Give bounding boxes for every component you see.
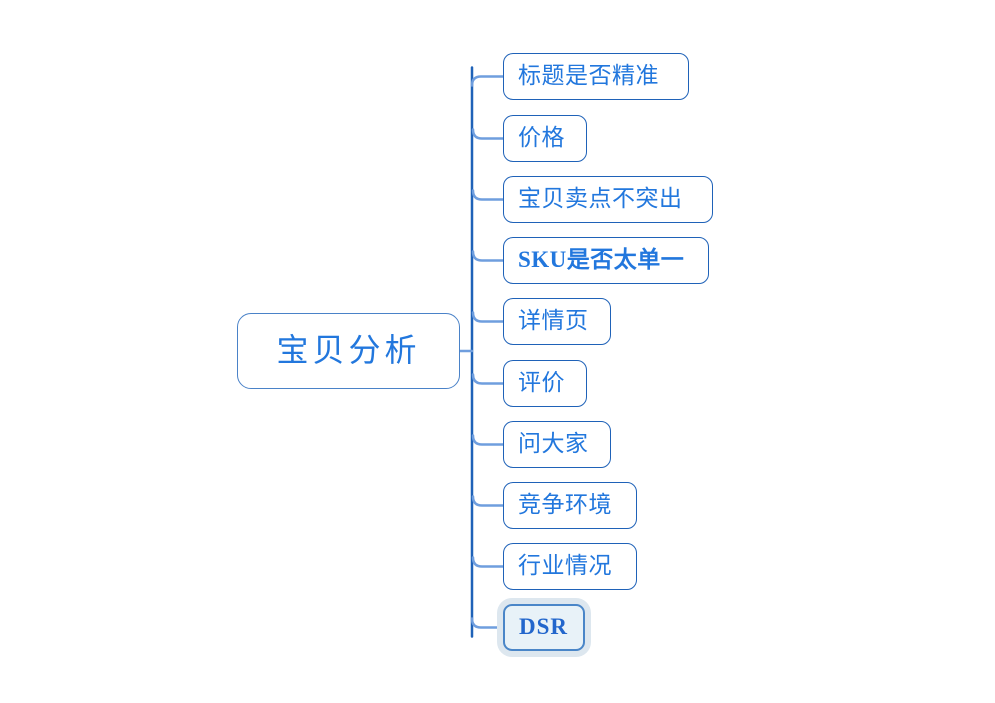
connector-segment	[471, 250, 505, 262]
connector-segment	[471, 189, 505, 201]
child-node-label: 竞争环境	[518, 492, 612, 517]
child-node-label: 评价	[518, 370, 565, 395]
child-node-7[interactable]: 问大家	[503, 421, 611, 468]
child-node-1[interactable]: 标题是否精准	[503, 53, 689, 100]
child-node-3[interactable]: 宝贝卖点不突出	[503, 176, 713, 223]
child-node-5[interactable]: 详情页	[503, 298, 611, 345]
connector-segment	[470, 75, 505, 87]
child-node-label: 宝贝卖点不突出	[518, 186, 683, 211]
child-node-label: 标题是否精准	[518, 63, 659, 88]
connector-segment	[471, 311, 505, 323]
connector-segment	[471, 128, 505, 140]
child-node-8[interactable]: 竞争环境	[503, 482, 637, 529]
child-node-label: 行业情况	[518, 553, 612, 578]
child-node-label: DSR	[519, 614, 569, 639]
connector-segment	[471, 556, 505, 568]
child-node-label: SKU是否太单一	[518, 247, 685, 272]
child-node-label: 详情页	[518, 308, 589, 333]
child-node-label: 问大家	[518, 431, 589, 456]
child-node-6[interactable]: 评价	[503, 360, 587, 407]
connector-segment	[470, 617, 505, 629]
root-node-baobei-fenxi[interactable]: 宝贝分析	[237, 313, 460, 389]
child-node-10[interactable]: DSR	[503, 604, 585, 651]
connector-segment	[471, 434, 505, 446]
child-node-label: 价格	[518, 125, 565, 150]
child-node-9[interactable]: 行业情况	[503, 543, 637, 590]
child-node-2[interactable]: 价格	[503, 115, 587, 162]
connector-segment	[471, 495, 505, 507]
child-node-4[interactable]: SKU是否太单一	[503, 237, 709, 284]
connector-segment	[471, 373, 505, 385]
root-node-label: 宝贝分析	[276, 332, 421, 368]
